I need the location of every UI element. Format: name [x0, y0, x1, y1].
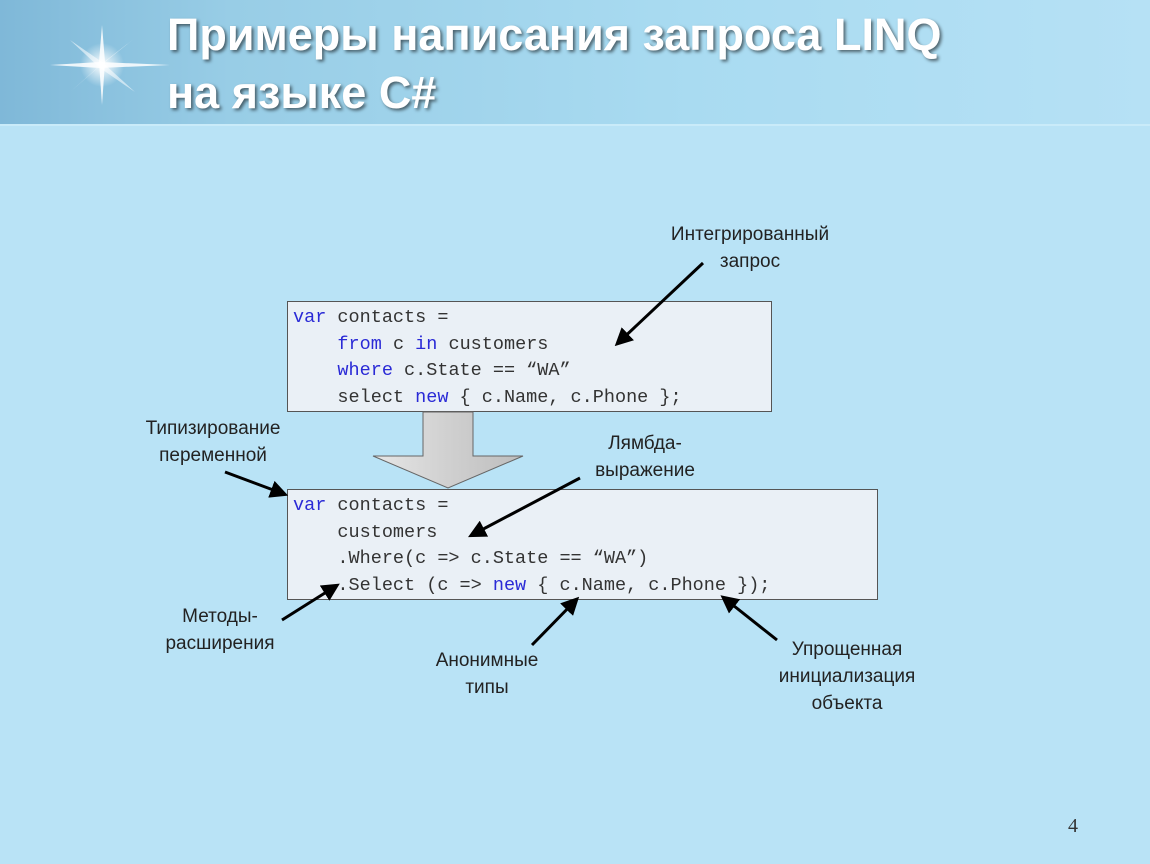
arrow-integrated-query — [614, 261, 705, 347]
arrow-object-init — [720, 595, 778, 642]
title-line-2: на языке C# — [167, 67, 437, 118]
arrow-var-typing — [224, 470, 289, 498]
label-anonymous-types: Анонимные типы — [435, 650, 539, 698]
code-line: .Select (c => new { c.Name, c.Phone }); — [293, 574, 771, 596]
label-extension-methods: Методы- расширения — [165, 606, 275, 654]
code-line: select new { c.Name, c.Phone }; — [293, 386, 682, 408]
arrow-lambda — [468, 476, 581, 538]
code-line: customers — [293, 521, 438, 543]
transform-down-arrow — [372, 411, 524, 489]
arrow-anonymous-types — [530, 596, 580, 647]
title-band: Примеры написания запроса LINQ на языке … — [0, 0, 1150, 126]
label-object-init: Упрощенная инициализация объекта — [778, 639, 916, 714]
code-line: .Where(c => c.State == “WA”) — [293, 548, 649, 569]
page-number: 4 — [1068, 815, 1078, 837]
title-line-1: Примеры написания запроса LINQ — [167, 9, 942, 60]
sparkle-star-icon — [50, 25, 170, 105]
code-line: where c.State == “WA” — [337, 360, 571, 381]
code-line: var contacts = — [293, 495, 449, 516]
label-var-typing: Типизирование переменной — [145, 418, 281, 466]
slide-title: Примеры написания запроса LINQ на языке … — [167, 6, 941, 122]
query-syntax-code-block: var contacts = from c in customers where… — [287, 301, 772, 412]
code-line: from c in customers — [337, 333, 549, 355]
arrow-extension-methods — [281, 583, 340, 622]
method-syntax-code-block: var contacts = customers .Where(c => c.S… — [287, 489, 878, 600]
label-lambda: Лямбда- выражение — [595, 433, 695, 481]
label-integrated-query: Интегрированный запрос — [670, 224, 830, 272]
code-line: var contacts = — [293, 307, 449, 328]
